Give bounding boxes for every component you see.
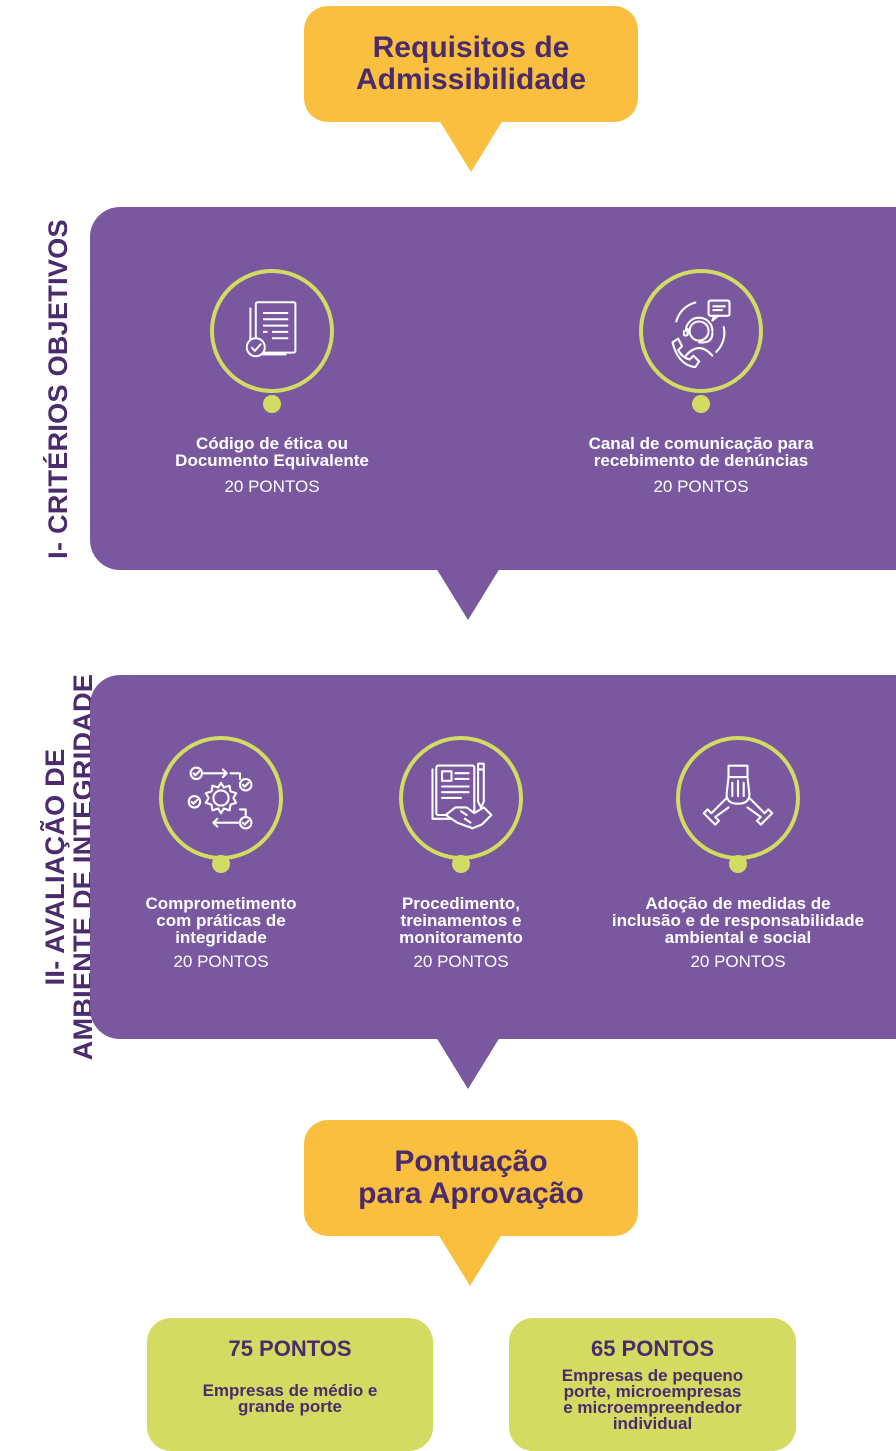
criterion-title-line3: monitoramento <box>399 928 523 947</box>
criterion-points: 20 PONTOS <box>224 477 320 496</box>
document-handshake-icon <box>431 762 493 830</box>
criterion-points: 20 PONTOS <box>413 952 509 971</box>
criterion-title-line1: Procedimento, <box>401 894 521 913</box>
approval-score-box: Pontuação para Aprovação <box>304 1120 638 1236</box>
icon-ring <box>210 269 334 393</box>
result-desc-line4: individual <box>612 1414 693 1433</box>
approval-score-pointer <box>438 1234 502 1286</box>
result-desc-line1: Empresas de pequeno <box>561 1366 744 1385</box>
result-medium-large: 75 PONTOS Empresas de médio e grande por… <box>147 1318 433 1451</box>
icon-dot <box>452 855 470 873</box>
criterion-title-line2: treinamentos e <box>400 911 522 930</box>
criterion-title-line1: Adoção de medidas de <box>645 894 831 913</box>
criterion-title-line1: Comprometimento <box>145 894 297 913</box>
integrity-environment-pointer <box>436 1037 500 1089</box>
result-points: 65 PONTOS <box>590 1336 715 1361</box>
support-agent-icon <box>671 299 731 369</box>
section1-label: I- CRITÉRIOS OBJETIVOS <box>43 219 73 559</box>
criterion-points: 20 PONTOS <box>173 952 269 971</box>
result-small-micro: 65 PONTOS Empresas de pequeno porte, mic… <box>509 1318 796 1451</box>
result-desc-line2: porte, microempresas <box>563 1382 742 1401</box>
document-check-icon <box>245 301 297 358</box>
criterion-title-line3: integridade <box>175 928 267 947</box>
icon-dot <box>692 395 710 413</box>
admissibility-requirements-box: Requisitos de Admissibilidade <box>304 6 638 122</box>
icon-dot <box>212 855 230 873</box>
icon-ring <box>639 269 763 393</box>
criterion-title-line2: recebimento de denúncias <box>593 451 809 470</box>
admissibility-pointer <box>439 120 503 172</box>
approval-score-line1: Pontuação <box>394 1145 548 1178</box>
criterion-points: 20 PONTOS <box>690 952 786 971</box>
objective-criteria-pointer <box>436 568 500 620</box>
icon-dot <box>263 395 281 413</box>
admissibility-title-line1: Requisitos de <box>372 31 570 64</box>
result-desc-line1: Empresas de médio e <box>202 1381 378 1400</box>
criterion-points: 20 PONTOS <box>653 477 749 496</box>
result-desc-line2: grande porte <box>238 1397 342 1416</box>
admissibility-title-line2: Admissibilidade <box>355 63 587 96</box>
criterion-title-line2: com práticas de <box>156 911 286 930</box>
approval-score-line2: para Aprovação <box>358 1177 584 1210</box>
section2-label-line1: II- AVALIAÇÃO DE <box>40 748 70 986</box>
criterion-title-line3: ambiental e social <box>664 928 812 947</box>
icon-dot <box>729 855 747 873</box>
result-points: 75 PONTOS <box>228 1336 352 1361</box>
result-desc-line3: e microempreendedor <box>563 1398 742 1417</box>
criterion-title-line1: Canal de comunicação para <box>588 434 814 453</box>
joined-hands-icon <box>702 764 774 826</box>
objective-criteria-panel <box>90 207 896 570</box>
process-gear-icon <box>187 766 253 830</box>
criterion-title-line2: inclusão e de responsabilidade <box>611 911 865 930</box>
criterion-title-line1: Código de ética ou <box>195 434 349 453</box>
criterion-title-line2: Documento Equivalente <box>175 451 369 470</box>
